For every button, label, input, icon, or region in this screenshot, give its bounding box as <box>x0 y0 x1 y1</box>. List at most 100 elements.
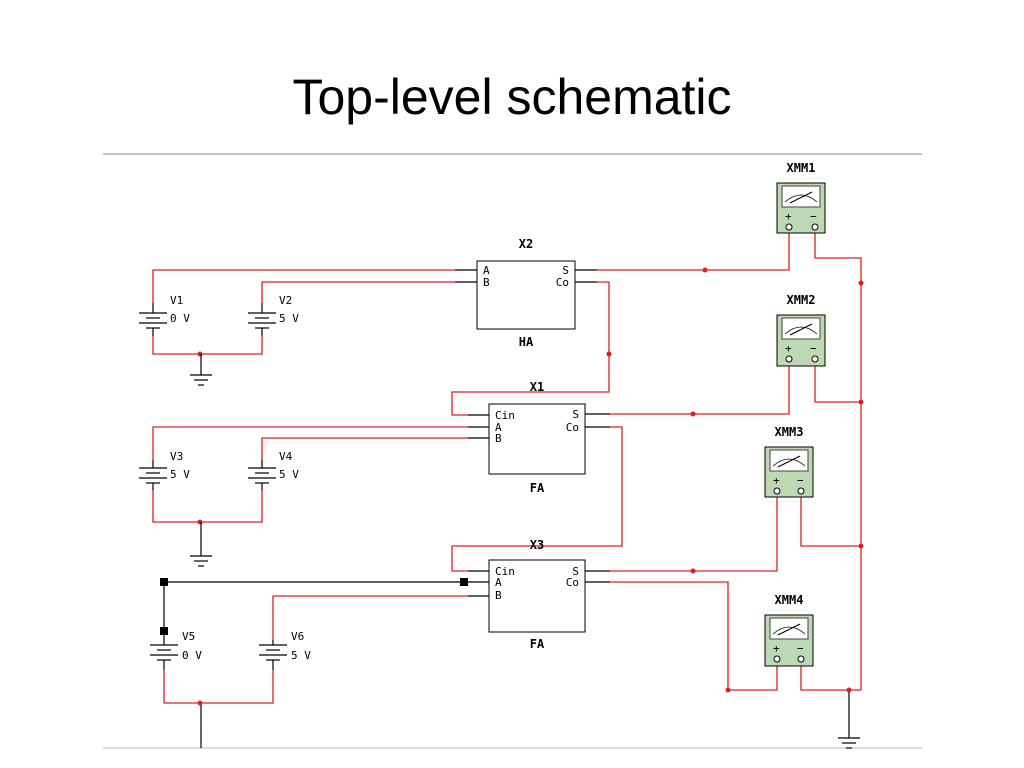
ground-icon <box>190 354 212 386</box>
pin-label: Co <box>556 276 569 289</box>
wire-xmm4-minus[interactable] <box>800 666 861 691</box>
meter-minus-label: − <box>797 474 804 487</box>
wire-v2-to-x2b[interactable] <box>261 281 455 303</box>
wire-xmm2-minus[interactable] <box>814 366 861 403</box>
meter-minus-label: − <box>810 342 817 355</box>
pin-label: S <box>572 565 579 578</box>
ground-icon <box>838 737 860 749</box>
junction-dot <box>197 351 203 357</box>
ground-icon <box>190 522 212 567</box>
source-labels: V1 0 V V2 5 V V3 5 V V4 5 V V5 0 V V6 5 … <box>170 294 311 662</box>
meter-dial-icon <box>769 449 809 472</box>
source-v1-value: 0 V <box>170 312 190 325</box>
junction-dot <box>725 687 731 693</box>
junction-dot <box>606 351 612 357</box>
wire-x1co-to-x3cin[interactable] <box>451 426 623 572</box>
block-x1[interactable]: X1 Cin A B S Co FA <box>468 380 610 495</box>
battery-v2[interactable] <box>248 303 276 336</box>
meter-plus-label: + <box>785 342 792 355</box>
source-v2-value: 5 V <box>279 312 299 325</box>
meter-dial-icon <box>769 617 809 640</box>
block-x2[interactable]: X2 A B S Co HA <box>455 237 597 349</box>
multimeter-xmm2[interactable]: XMM2 + − <box>776 293 826 367</box>
source-v2-name: V2 <box>279 294 292 307</box>
wire-xmm3-minus[interactable] <box>800 497 861 547</box>
block-x1-type: FA <box>530 481 545 495</box>
junction-dot <box>858 280 864 286</box>
pin-label: S <box>562 264 569 277</box>
junctions <box>197 267 864 706</box>
pin-label: Co <box>566 576 579 589</box>
block-x1-body[interactable] <box>488 403 586 475</box>
wire-v1v2-return[interactable] <box>152 336 263 355</box>
battery-v3[interactable] <box>139 460 167 490</box>
ground-symbols <box>190 354 860 749</box>
wire-v6-to-x3b[interactable] <box>272 595 468 640</box>
pin-label: Cin <box>495 409 515 422</box>
meter-xmm3-name: XMM3 <box>775 425 804 439</box>
source-v3-name: V3 <box>170 450 183 463</box>
meter-xmm2-name: XMM2 <box>787 293 816 307</box>
junction-dot <box>702 267 708 273</box>
wire-v3-to-x1a[interactable] <box>152 426 468 460</box>
pin-label: A <box>495 576 502 589</box>
battery-v5[interactable] <box>150 635 178 670</box>
meter-plus-label: + <box>785 210 792 223</box>
block-x2-type: HA <box>519 335 534 349</box>
source-v4-name: V4 <box>279 450 293 463</box>
selection-handle[interactable] <box>160 578 168 586</box>
pin-label: A <box>483 264 490 277</box>
meter-terminal-minus[interactable] <box>811 355 819 363</box>
multimeter-xmm4[interactable]: XMM4 + − <box>764 593 814 667</box>
battery-v4[interactable] <box>248 460 276 490</box>
junction-dot <box>858 543 864 549</box>
block-x1-ref: X1 <box>530 380 544 394</box>
battery-symbols <box>139 303 287 670</box>
wire-x2s-to-xmm1[interactable] <box>597 233 790 271</box>
meter-terminal-minus[interactable] <box>797 655 805 663</box>
block-x3[interactable]: X3 Cin A B S Co FA <box>468 538 610 651</box>
pin-label: S <box>572 408 579 421</box>
source-v5-name: V5 <box>182 630 195 643</box>
meter-terminal-minus[interactable] <box>797 487 805 495</box>
wire-v4-to-x1b[interactable] <box>261 437 468 460</box>
wire-v3v4-return[interactable] <box>152 490 263 523</box>
selection-handle[interactable] <box>160 627 168 635</box>
block-x3-ref: X3 <box>530 538 544 552</box>
battery-v6[interactable] <box>259 640 287 670</box>
source-v6-value: 5 V <box>291 649 311 662</box>
junction-dot <box>858 399 864 405</box>
junction-dot <box>197 519 203 525</box>
selection-handles <box>160 578 468 635</box>
meter-terminal-plus[interactable] <box>785 223 793 231</box>
pin-label: Cin <box>495 565 515 578</box>
source-v5-value: 0 V <box>182 649 202 662</box>
wires <box>152 233 862 748</box>
wire-x2co-to-x1cin[interactable] <box>451 281 610 416</box>
wire-common-bus[interactable] <box>814 233 862 690</box>
wire-x3s-to-xmm3[interactable] <box>610 497 778 572</box>
battery-v1[interactable] <box>139 303 167 336</box>
meter-minus-label: − <box>797 642 804 655</box>
meter-terminal-plus[interactable] <box>785 355 793 363</box>
source-v4-value: 5 V <box>279 468 299 481</box>
multimeter-xmm1[interactable]: XMM1 + − <box>776 161 826 234</box>
block-x2-body[interactable] <box>476 260 576 330</box>
wire-x3co-to-xmm4[interactable] <box>610 581 778 691</box>
multimeter-xmm3[interactable]: XMM3 + − <box>764 425 814 498</box>
meter-terminal-plus[interactable] <box>773 487 781 495</box>
meter-plus-label: + <box>773 474 780 487</box>
pin-label: B <box>495 589 502 602</box>
wire-x1s-to-xmm2[interactable] <box>610 366 790 415</box>
selection-handle[interactable] <box>460 578 468 586</box>
meter-terminal-minus[interactable] <box>811 223 819 231</box>
meter-minus-label: − <box>810 210 817 223</box>
block-x3-body[interactable] <box>488 559 586 633</box>
wire-v1-to-x2a[interactable] <box>152 269 455 303</box>
meter-plus-label: + <box>773 642 780 655</box>
wire-v5v6-return[interactable] <box>163 670 274 704</box>
pin-label: B <box>483 276 490 289</box>
junction-dot <box>197 700 203 706</box>
meter-terminal-plus[interactable] <box>773 655 781 663</box>
